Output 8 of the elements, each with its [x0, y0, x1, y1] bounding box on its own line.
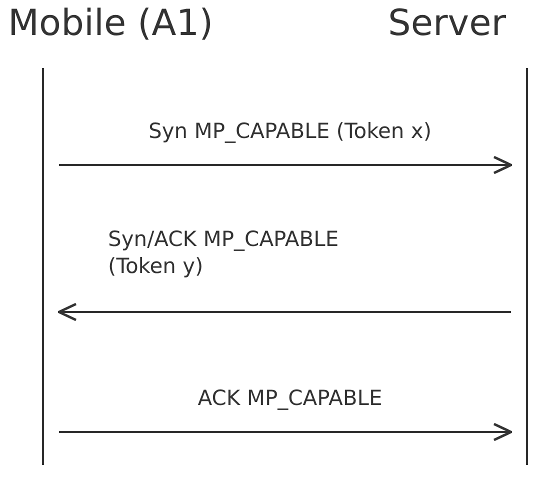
message-arrow [59, 156, 512, 174]
participant-label: Mobile (A1) [8, 2, 214, 46]
edge-label: Syn MP_CAPABLE (Token x) [148, 119, 432, 143]
participant-label: Server [388, 2, 506, 46]
edge-label: ACK MP_CAPABLE [198, 386, 382, 410]
message-arrow [59, 422, 512, 442]
message-arrow [58, 302, 511, 322]
edge-label: Syn/ACK MP_CAPABLE (Token y) [108, 227, 339, 278]
